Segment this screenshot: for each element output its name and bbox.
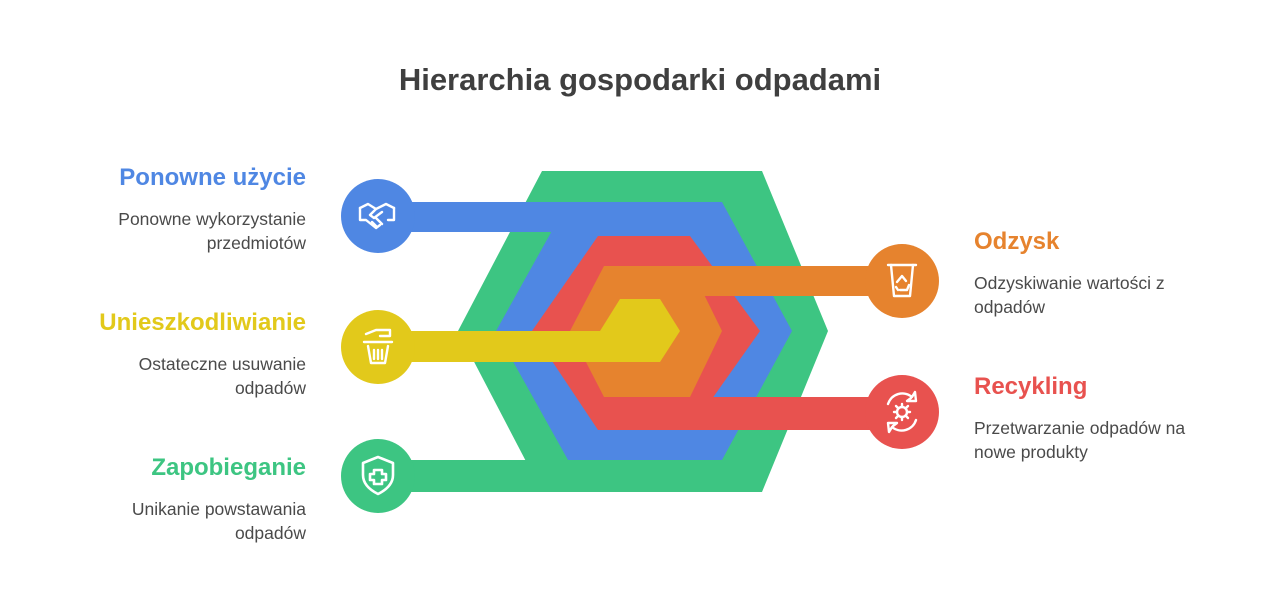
prevention-heading: Zapobieganie bbox=[151, 454, 306, 481]
disposal-heading: Unieszkodliwianie bbox=[99, 309, 306, 336]
connector-disposal bbox=[378, 331, 660, 362]
handshake-icon bbox=[358, 202, 396, 230]
disposal-label: Unieszkodliwianie Ostateczne usuwanie od… bbox=[6, 308, 306, 400]
reuse-label: Ponowne użycie Ponowne wykorzystanie prz… bbox=[6, 163, 306, 255]
recycling-heading: Recykling bbox=[974, 373, 1088, 400]
recycling-description-line2: nowe produkty bbox=[974, 442, 1088, 462]
recovery-heading: Odzysk bbox=[974, 228, 1060, 255]
reuse-description-line1: Ponowne wykorzystanie bbox=[118, 209, 306, 229]
recycling-description: Przetwarzanie odpadów na nowe produkty bbox=[974, 416, 1234, 464]
recovery-description: Odzyskiwanie wartości z odpadów bbox=[974, 271, 1234, 319]
prevention-description-line2: odpadów bbox=[234, 523, 306, 543]
connector-recycling bbox=[600, 397, 902, 430]
recycling-circle bbox=[865, 375, 939, 449]
prevention-label: Zapobieganie Unikanie powstawania odpadó… bbox=[6, 453, 306, 545]
disposal-circle bbox=[341, 310, 415, 384]
prevention-description: Unikanie powstawania odpadów bbox=[6, 497, 306, 545]
shield-plus-icon bbox=[361, 455, 395, 496]
prevention-circle bbox=[341, 439, 415, 513]
disposal-description-line1: Ostateczne usuwanie bbox=[138, 354, 306, 374]
trash-icon bbox=[362, 328, 394, 365]
recycling-label: Recykling Przetwarzanie odpadów na nowe … bbox=[974, 372, 1234, 464]
disposal-description-line2: odpadów bbox=[234, 378, 306, 398]
recycling-gear-icon bbox=[886, 390, 918, 434]
disposal-description: Ostateczne usuwanie odpadów bbox=[6, 352, 306, 400]
recovery-circle bbox=[865, 244, 939, 318]
prevention-description-line1: Unikanie powstawania bbox=[131, 499, 306, 519]
diagram-title: Hierarchia gospodarki odpadami bbox=[398, 62, 882, 97]
connector-reuse bbox=[378, 202, 668, 232]
recovery-label: Odzysk Odzyskiwanie wartości z odpadów bbox=[974, 227, 1234, 319]
reuse-description-line2: przedmiotów bbox=[206, 233, 306, 253]
reuse-description: Ponowne wykorzystanie przedmiotów bbox=[6, 207, 306, 255]
reuse-heading: Ponowne użycie bbox=[119, 164, 306, 191]
recovery-description-line2: odpadów bbox=[974, 297, 1046, 317]
recycling-description-line1: Przetwarzanie odpadów na bbox=[974, 418, 1186, 438]
recycle-bin-icon bbox=[886, 263, 918, 298]
recovery-description-line1: Odzyskiwanie wartości z bbox=[974, 273, 1165, 293]
